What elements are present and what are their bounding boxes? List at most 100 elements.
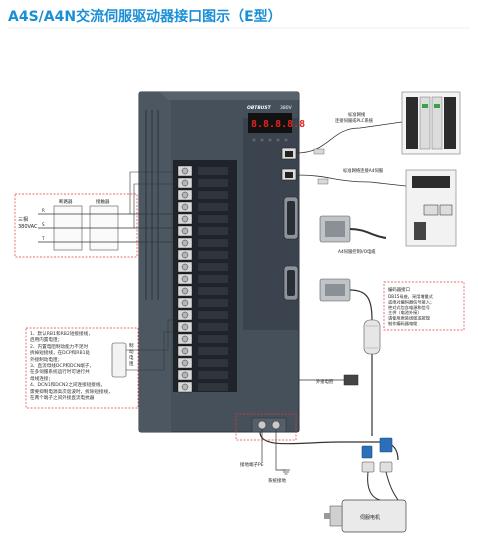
terminal-slot <box>198 347 228 355</box>
terminal-slot <box>198 215 228 223</box>
motor-label: 伺服电机 <box>360 514 380 521</box>
terminal-screw-head <box>181 359 189 367</box>
network-cable-1 <box>295 121 403 154</box>
power-input-box <box>14 193 138 258</box>
panel-button <box>252 138 256 142</box>
encoder-title: 编码器接口 <box>388 286 410 293</box>
terminal-slot <box>198 323 228 331</box>
terminal-screw-head <box>181 275 189 283</box>
system-ground-label: 系统接地 <box>268 477 286 484</box>
note-line: 在两个端子之间外接直流电抗器 <box>30 396 95 402</box>
standard-cable-label: 标准网络连接A4伺服 <box>343 167 384 174</box>
drive-brand: OBTBUST <box>247 105 272 111</box>
terminal-slot <box>198 371 228 379</box>
encoder-desc-line: 请使用原装线缆或按规 <box>388 315 430 322</box>
terminal-slot <box>198 311 228 319</box>
servo-motor <box>324 471 407 533</box>
note-line: 2、内置电阻制动能力不足时 <box>30 344 89 350</box>
network-label-1: 标准网线 <box>348 111 366 118</box>
contactor-label: 接触器 <box>96 198 110 205</box>
voltage-label: 380VAC <box>18 224 38 230</box>
encoder-cable-plug <box>319 278 351 302</box>
brake-label-4: 阻 <box>129 360 134 367</box>
rj45-plug <box>313 148 325 155</box>
ext-brake-label: 外接电阻 <box>316 378 334 385</box>
wiring-notes: 1、默认RB1和RB2短接接线， 启用内置电阻； 2、内置电阻制动能力不足时 拆… <box>30 332 113 402</box>
terminal-slot <box>198 227 228 235</box>
encoder-connector-1 <box>361 461 375 473</box>
terminal-slot <box>198 359 228 367</box>
terminal-screw-head <box>181 167 189 175</box>
note-line: 在多伺服系统运行时可进行共 <box>30 370 90 376</box>
terminal-screw-head <box>181 215 189 223</box>
brake-label-2: 动 <box>129 348 134 355</box>
terminal-screw-head <box>181 227 189 235</box>
terminal-slot <box>198 275 228 283</box>
terminal-screw-head <box>181 179 189 187</box>
led-display: 8.8.8.8.8 <box>251 119 305 130</box>
terminal-screw-head <box>181 251 189 259</box>
servo-drive: OBTBUST 380V 8.8.8.8.8 <box>138 91 305 433</box>
motor-power-cable <box>259 431 399 461</box>
external-resistor <box>343 374 359 386</box>
network-cable-2 <box>295 174 407 187</box>
network-label-2: 连接伺服或PLC系统 <box>335 117 374 124</box>
phase-s-label: S <box>42 222 45 227</box>
encoder-desc-box <box>383 281 465 331</box>
encoder-desc-line: DB15母座，采用增量式 <box>388 293 434 300</box>
panel-button <box>284 138 288 142</box>
second-servo-drive <box>405 169 457 247</box>
brake-label-1: 制 <box>129 342 134 349</box>
terminal-screw-head <box>181 335 189 343</box>
terminal-screw-head <box>181 383 189 391</box>
page-title: A4S/A4N交流伺服驱动器接口图示（E型） <box>8 9 282 25</box>
note-line: 母线连接； <box>30 376 53 382</box>
terminal-slot <box>198 167 228 175</box>
encoder-desc-line: 绝对式包含电源和信号 <box>388 304 430 311</box>
phase-r-label: R <box>42 208 45 213</box>
terminal-slot <box>198 299 228 307</box>
note-line: 外接制动电阻； <box>30 357 63 363</box>
pe-terminal-label: 接地端子PE <box>240 461 264 468</box>
terminal-screw-head <box>181 287 189 295</box>
plc-system <box>401 91 461 155</box>
io-cable-label: A4伺服控制I/O电缆 <box>338 248 376 255</box>
note-line: 需要抑制电源高次谐波时，拆除短接线， <box>30 389 113 395</box>
brake-resistor <box>111 342 127 378</box>
note-line: 拆掉短接线，在DCP和RB1处 <box>30 351 91 357</box>
panel-button <box>260 138 264 142</box>
terminal-screw-head <box>181 371 189 379</box>
drive-model-badge: 380V <box>280 105 293 111</box>
breaker-label: 断路器 <box>59 198 73 205</box>
phase-t-label: T <box>41 236 45 241</box>
ground-box <box>235 413 297 441</box>
notes-box <box>25 327 139 409</box>
pe-screw-2 <box>271 420 281 430</box>
terminal-slot <box>198 287 228 295</box>
terminal-slot <box>198 203 228 211</box>
rj45-plug <box>317 178 329 185</box>
note-line: 1、默认RB1和RB2短接接线， <box>30 332 93 337</box>
io-cable-plug <box>319 215 387 243</box>
terminal-slot <box>198 239 228 247</box>
note-line: 启用内置电阻； <box>30 338 63 344</box>
encoder-cable <box>349 289 373 436</box>
ferrite-core <box>363 319 381 355</box>
three-phase-label: 三相 <box>18 216 28 223</box>
pe-screw-1 <box>257 420 267 430</box>
terminal-slot <box>198 383 228 391</box>
encoder-desc-line: 或绝对编码器信号接入； <box>388 298 434 305</box>
motor-connector-1 <box>379 437 393 453</box>
terminal-slot <box>198 191 228 199</box>
terminal-screw-head <box>181 347 189 355</box>
terminal-screw-head <box>181 311 189 319</box>
terminal-screw-head <box>181 191 189 199</box>
motor-connector-2 <box>361 445 373 459</box>
brake-label-3: 电 <box>129 354 134 361</box>
terminal-screw-head <box>181 263 189 271</box>
encoder-connector-2 <box>379 461 393 473</box>
terminal-slot <box>198 263 228 271</box>
panel-button <box>268 138 272 142</box>
note-line: 4、DCN1和DCN2之间连接短接线， <box>30 383 106 389</box>
